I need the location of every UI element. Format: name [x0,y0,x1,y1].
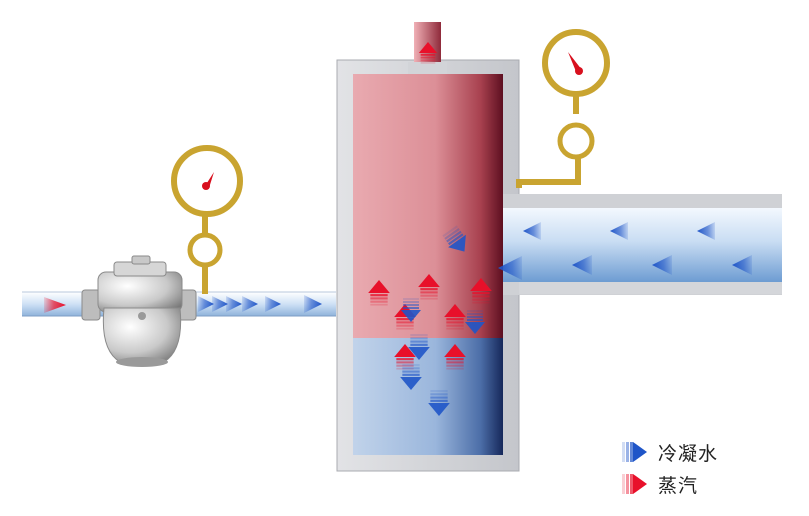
legend-item-condensate: 冷凝水 [622,437,782,467]
outlet-pipe [503,194,782,295]
legend-item-steam: 蒸汽 [622,469,782,499]
right-gauge-line [516,94,595,188]
pressure-gauge-icon [171,145,243,217]
legend-label-condensate: 冷凝水 [658,442,719,465]
inlet-steam-arrow [44,297,66,313]
legend-label-steam: 蒸汽 [658,474,699,497]
condensate-arrow-icon [622,442,647,462]
steam-arrow-icon [622,474,647,494]
left-gauge-line [187,212,223,294]
pressure-gauge-icon [542,29,610,97]
condensate-space [353,338,503,455]
steam-trap-icon [81,255,197,367]
